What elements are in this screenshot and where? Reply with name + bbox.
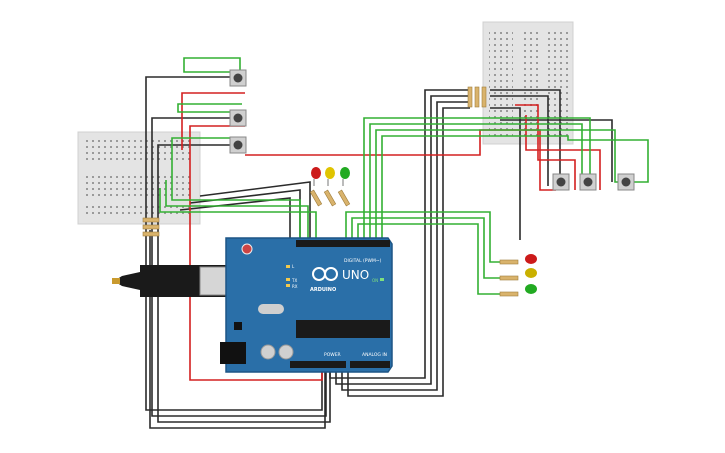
arduino-brand-text: ARDUINO bbox=[310, 287, 336, 293]
pushbutton-2[interactable] bbox=[229, 109, 247, 127]
power-header bbox=[290, 361, 346, 368]
resistors-right-breadboard bbox=[467, 86, 487, 108]
rx-label: RX bbox=[292, 284, 298, 289]
uno-logo-text: UNO bbox=[342, 268, 369, 282]
digital-label: DIGITAL (PWM~) bbox=[344, 258, 382, 264]
led-green-top[interactable] bbox=[340, 167, 350, 186]
atmega-chip bbox=[296, 320, 390, 338]
arduino-uno-board[interactable]: UNO ARDUINO DIGITAL (PWM~) POWER ANALOG … bbox=[220, 237, 393, 373]
resistors-led-right bbox=[499, 259, 519, 297]
pushbutton-6[interactable] bbox=[617, 173, 635, 191]
digital-header bbox=[296, 240, 390, 247]
pushbutton-1[interactable] bbox=[229, 69, 247, 87]
on-label: ON bbox=[372, 278, 378, 283]
resistors-led-top bbox=[309, 189, 351, 207]
power-label: POWER bbox=[324, 352, 341, 358]
led-red-top[interactable] bbox=[311, 167, 321, 186]
reset-button bbox=[241, 243, 253, 255]
pushbutton-3[interactable] bbox=[229, 136, 247, 154]
led-yellow-right[interactable] bbox=[525, 268, 537, 278]
arduino-logo-icon bbox=[312, 267, 338, 281]
tx-label: TX bbox=[291, 278, 297, 283]
resistors-left-breadboard bbox=[142, 217, 160, 237]
led-red-right[interactable] bbox=[525, 254, 537, 264]
wires-green bbox=[159, 57, 649, 295]
analog-label: ANALOG IN bbox=[362, 352, 387, 358]
led-yellow-top[interactable] bbox=[325, 167, 335, 186]
power-jack bbox=[220, 342, 246, 364]
led-green-right[interactable] bbox=[525, 284, 537, 294]
l-label: L bbox=[292, 264, 295, 269]
pushbutton-5[interactable] bbox=[579, 173, 597, 191]
pushbutton-4[interactable] bbox=[552, 173, 570, 191]
analog-header bbox=[350, 361, 390, 368]
